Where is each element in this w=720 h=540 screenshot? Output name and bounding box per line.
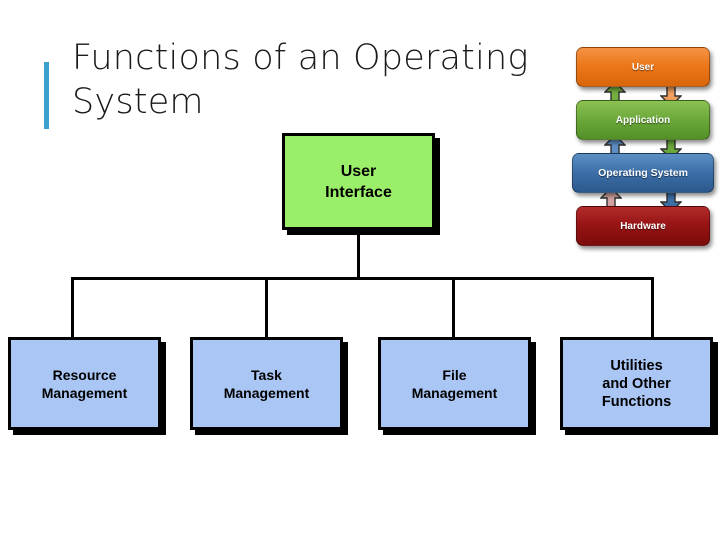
os-layer-stack-image: User Application Operating System Hardwa… [568,40,718,246]
stack-layer-user: User [576,47,710,87]
connector-drop-file-management [452,277,455,338]
node-utilities-and-other-functions: Utilities and Other Functions [560,337,713,430]
title-accent-bar [44,62,49,129]
stack-layer-operating-system: Operating System [572,153,714,193]
node-file-management: File Management [378,337,531,430]
node-resource-management: Resource Management [8,337,161,430]
connector-horizontal-bus [71,277,654,280]
page-title: Functions of an Operating System [72,38,529,122]
stack-layer-application: Application [576,100,710,140]
connector-drop-task-management [265,277,268,338]
stack-layer-hardware: Hardware [576,206,710,246]
connector-drop-utilities [651,277,654,338]
connector-root-trunk [357,233,360,279]
node-task-management: Task Management [190,337,343,430]
node-user-interface: User Interface [282,133,435,230]
connector-drop-resource-management [71,277,74,338]
